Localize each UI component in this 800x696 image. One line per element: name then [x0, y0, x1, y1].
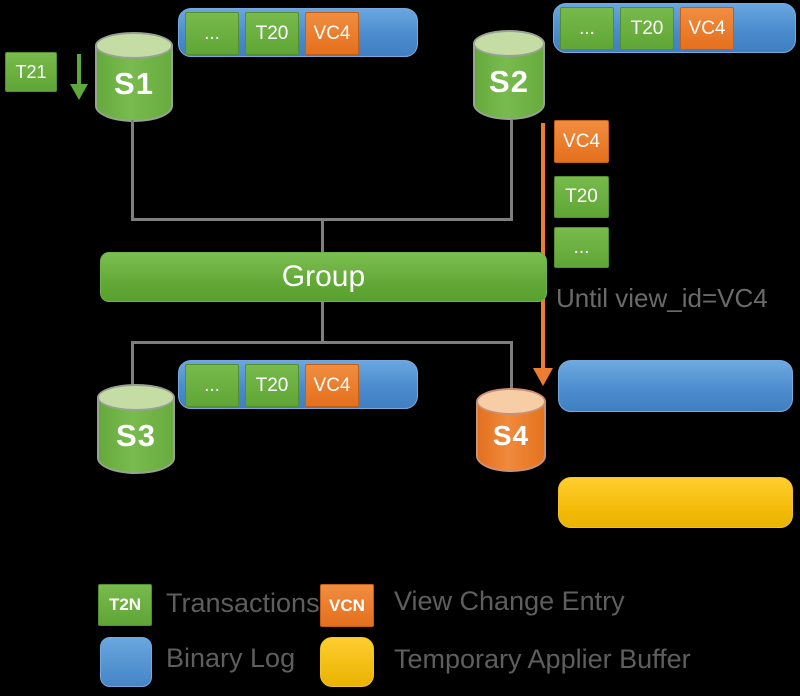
legend-transactions-chip: T2N [98, 584, 152, 626]
binlog-s3-entry-vc4: VC4 [305, 364, 359, 407]
connector-s1-drop [131, 120, 134, 220]
s4-temporary-applier-buffer-bar [558, 477, 793, 528]
binlog-s1-entry-older: ... [185, 12, 239, 55]
legend-transactions-label: Transactions [166, 588, 320, 618]
binlog-s1-entry-vc4: VC4 [305, 12, 359, 55]
server-s3: S3 [97, 384, 175, 474]
legend-applier-buffer-label: Temporary Applier Buffer [394, 644, 691, 674]
orange-recovery-arrow-line [541, 123, 545, 370]
binlog-s1-entry-t20: T20 [245, 12, 299, 55]
server-s1: S1 [95, 32, 173, 122]
server-s4-label: S4 [492, 420, 530, 451]
binlog-bar-s3: ... T20 VC4 [178, 360, 418, 409]
binlog-s3-entry-older: ... [185, 364, 239, 407]
connector-s2-drop [510, 120, 513, 220]
legend-view-change-label: View Change Entry [394, 586, 625, 616]
server-s4-cylinder-top [476, 388, 546, 415]
binlog-bar-s2: ... T20 VC4 [553, 3, 796, 53]
server-s1-label: S1 [114, 66, 154, 101]
connector-group-out [321, 300, 324, 344]
binlog-s2-entry-vc4: VC4 [680, 7, 734, 50]
connector-s3-drop [131, 343, 134, 387]
until-view-id-note: Until view_id=VC4 [556, 283, 768, 313]
binlog-s2-entry-t20: T20 [620, 7, 674, 50]
green-down-arrow-icon [70, 84, 88, 100]
s4-empty-binlog-bar [558, 360, 793, 412]
green-down-arrow-line [77, 54, 81, 86]
server-s3-label: S3 [116, 418, 156, 453]
recovery-queue-vc4: VC4 [554, 120, 609, 163]
legend-view-change-chip: VCN [320, 584, 374, 627]
server-s2: S2 [473, 30, 545, 120]
recovery-queue-t20: T20 [554, 176, 609, 218]
binlog-bar-s1: ... T20 VC4 [178, 8, 418, 57]
recovery-queue-older: ... [554, 227, 609, 268]
server-s2-label: S2 [489, 64, 529, 99]
legend-applier-buffer-chip [320, 637, 374, 687]
connector-top-horizontal [131, 218, 513, 221]
legend-binary-log-chip [100, 637, 152, 687]
group-box: Group [100, 252, 547, 302]
binlog-s3-entry-t20: T20 [245, 364, 299, 407]
connector-s4-drop [510, 343, 513, 390]
binlog-s2-entry-older: ... [560, 7, 614, 50]
incoming-transaction-chip: T21 [5, 52, 57, 92]
server-s2-cylinder-top [473, 30, 545, 57]
server-s1-cylinder-top [95, 32, 173, 59]
connector-group-in [321, 220, 324, 254]
legend-binary-log-label: Binary Log [166, 643, 296, 673]
server-s4: S4 [476, 388, 546, 472]
connector-bottom-horizontal [131, 341, 513, 344]
orange-recovery-arrow-icon [533, 368, 553, 386]
server-s3-cylinder-top [97, 384, 175, 411]
